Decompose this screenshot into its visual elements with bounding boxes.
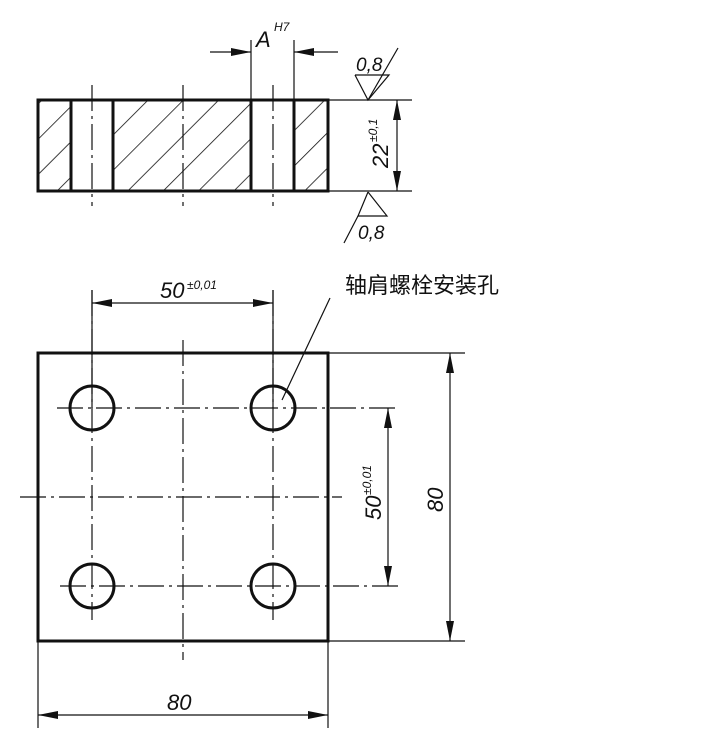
thickness-value: 22 [368, 144, 393, 169]
roughness-symbol-bottom: 0,8 [343, 191, 389, 244]
svg-text:0,8: 0,8 [358, 223, 385, 244]
hole-spacing-x: 50 [160, 278, 185, 303]
bore-label: A [254, 27, 271, 52]
hole-spacing-y-tolerance: ±0,01 [360, 465, 374, 495]
bore-tolerance: H7 [274, 20, 291, 34]
plate-height: 80 [423, 487, 448, 512]
hatch-right [294, 100, 328, 191]
hatch-left [38, 100, 71, 191]
roughness-symbol-top: 0,8 [354, 47, 399, 102]
plate-width: 80 [167, 690, 192, 715]
hatch-middle [113, 100, 251, 191]
hole-spacing-x-tolerance: ±0,01 [187, 278, 217, 292]
plan-view: 50 ±0,01 轴肩螺栓安装孔 50 ±0,01 80 80 [20, 273, 499, 728]
svg-text:0,8: 0,8 [356, 55, 383, 76]
hole [68, 562, 116, 610]
hole-callout: 轴肩螺栓安装孔 [345, 273, 499, 298]
hole [249, 562, 297, 610]
hole-spacing-y: 50 [361, 495, 386, 520]
thickness-tolerance: ±0,1 [366, 119, 380, 142]
section-view: A H7 22 ±0,1 0,8 0,8 [36, 20, 412, 244]
